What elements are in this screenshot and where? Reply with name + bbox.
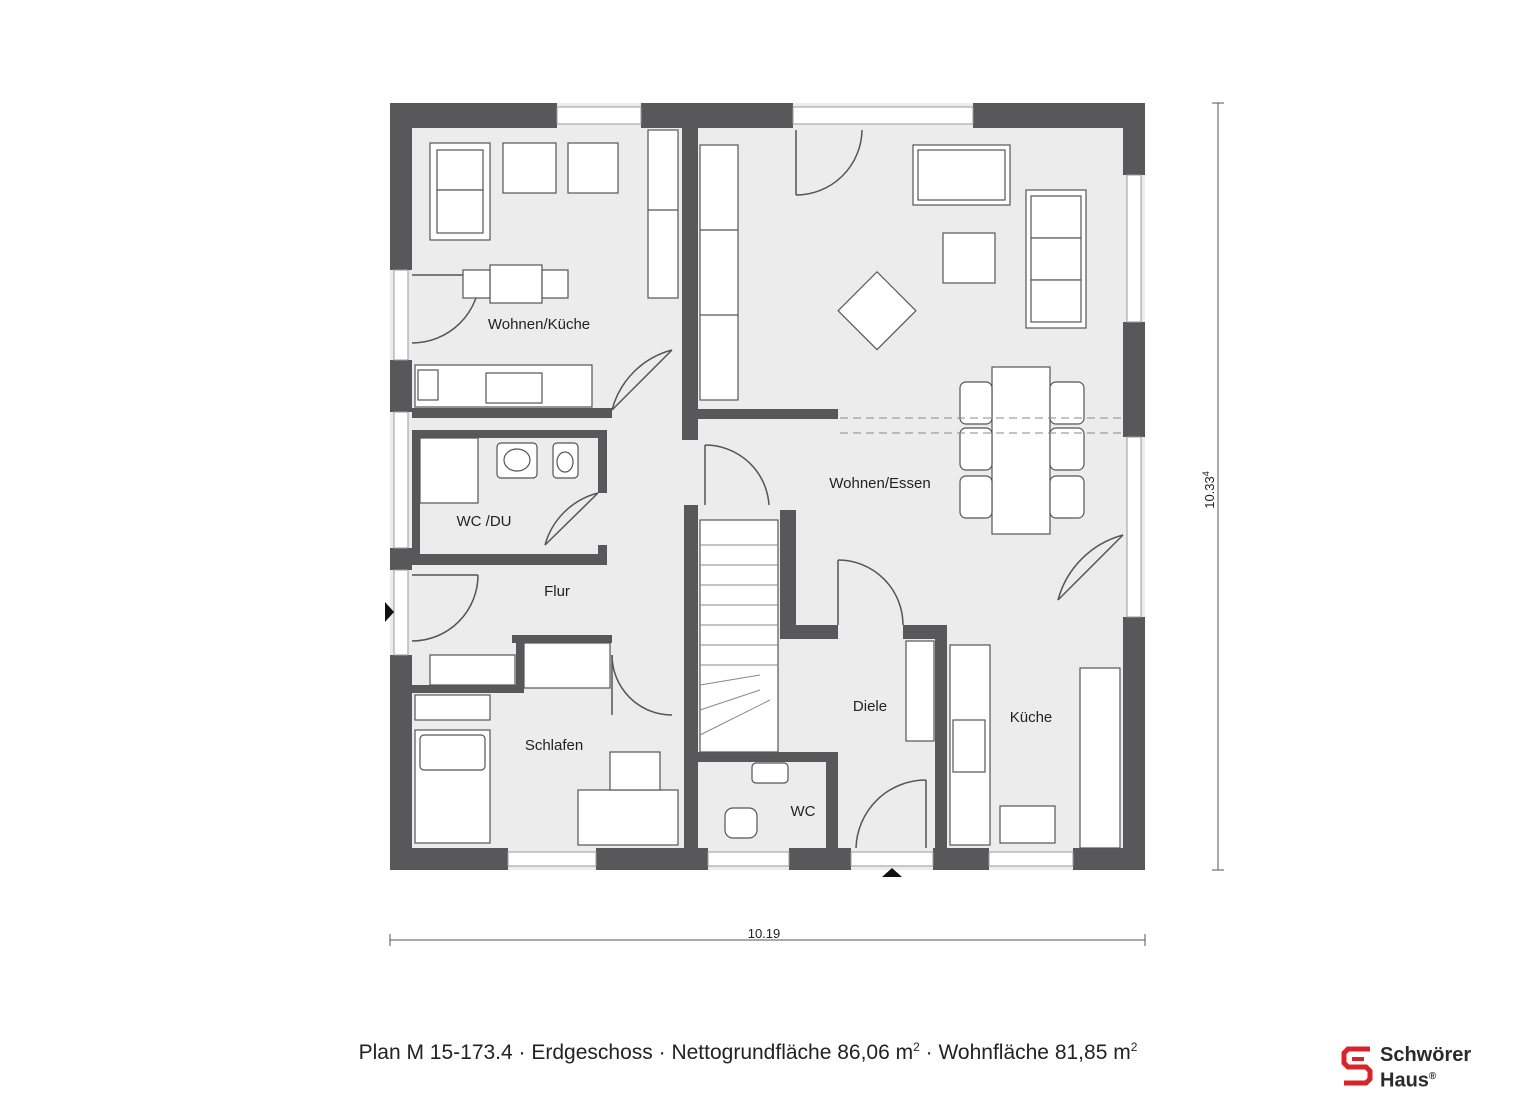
kitchen-counter-right — [1079, 667, 1121, 849]
caption-sep-3: · — [919, 1041, 939, 1064]
dimension-lines — [389, 102, 1224, 946]
stairs — [699, 519, 779, 753]
dashed-lines — [840, 417, 1123, 434]
logo-registered-mark: ® — [1428, 1071, 1437, 1082]
dimension-height-sup: 4 — [1201, 471, 1211, 476]
interior-walls — [412, 125, 947, 850]
shower — [419, 437, 479, 504]
outer-walls — [390, 103, 1145, 870]
logo-line-2-wrap: Haus® — [1380, 1066, 1471, 1092]
logo-line-2: Haus — [1380, 1069, 1429, 1092]
room-label-flur: Flur — [544, 583, 570, 600]
dimension-height-value: 10.33 — [1202, 476, 1217, 509]
stair-treads — [699, 544, 778, 736]
dimension-width: 10.19 — [748, 926, 781, 941]
caption-sep-2: · — [652, 1041, 672, 1064]
doors — [411, 129, 1124, 849]
furniture — [414, 129, 1121, 849]
room-label-wohnen-essen: Wohnen/Essen — [829, 475, 930, 492]
caption-living-area: Wohnfläche 81,85 m — [938, 1041, 1131, 1064]
floor-plan: Wohnen/Küche Wohnen/Essen WC /DU Flur Sc… — [385, 102, 1224, 946]
windows — [393, 106, 1142, 867]
plan-caption: Plan M 15-173.4 · Erdgeschoss · Nettogru… — [0, 1040, 1496, 1065]
room-label-wohnen-kueche: Wohnen/Küche — [488, 316, 590, 333]
caption-sq-2: 2 — [1130, 1040, 1138, 1054]
logo-text: Schwörer Haus® — [1380, 1044, 1471, 1092]
armchair-1 — [502, 142, 557, 194]
dimension-height: 10.334 — [1201, 471, 1217, 509]
caption-floor: Erdgeschoss — [531, 1041, 653, 1064]
caption-sq-1: 2 — [913, 1040, 920, 1054]
room-label-schlafen: Schlafen — [525, 737, 583, 754]
cabinet-column — [647, 129, 679, 299]
armchair-rotated — [837, 270, 917, 351]
entrance-arrow-bottom — [882, 868, 902, 877]
dining-table-kitchen — [489, 264, 543, 304]
room-label-kueche: Küche — [1010, 709, 1053, 726]
coffee-table — [942, 232, 996, 284]
sideboard — [699, 144, 739, 401]
logo-line-1: Schwörer — [1380, 1044, 1472, 1066]
schwoerer-haus-logo: Schwörer Haus® — [1340, 1043, 1515, 1093]
caption-sep-1: · — [512, 1041, 532, 1064]
room-label-diele: Diele — [853, 698, 887, 715]
washbasin-wc — [751, 762, 789, 784]
room-label-wc: WC — [791, 803, 816, 820]
counter-cabinet — [905, 640, 935, 742]
caption-plan: Plan M 15-173.4 — [358, 1041, 513, 1064]
wardrobe-schlafen — [523, 642, 611, 689]
toilet-wc — [724, 807, 758, 839]
nightstand — [414, 694, 491, 721]
wardrobe-flur — [429, 654, 516, 686]
entrance-arrow-left — [385, 602, 394, 622]
logo-mark-icon — [1341, 1046, 1373, 1086]
caption-net-area: Nettogrundfläche 86,06 m — [671, 1041, 914, 1064]
desk — [577, 789, 679, 846]
dining-table — [991, 366, 1051, 535]
armchair-2 — [567, 142, 619, 194]
room-label-wc-du: WC /DU — [457, 513, 512, 530]
